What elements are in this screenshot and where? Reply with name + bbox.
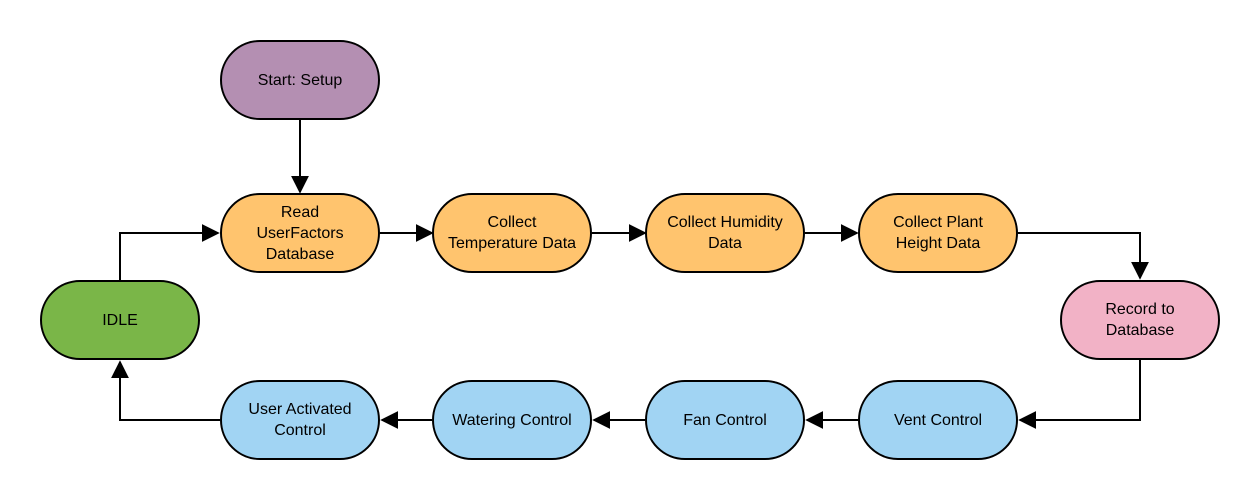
- collect-plant-height-node: Collect Plant Height Data: [858, 193, 1018, 273]
- fan-control-node: Fan Control: [645, 380, 805, 460]
- start-setup-node: Start: Setup: [220, 40, 380, 120]
- collect-humidity-node: Collect Humidity Data: [645, 193, 805, 273]
- record-to-database-node: Record to Database: [1060, 280, 1220, 360]
- read-userfactors-node: Read UserFactors Database: [220, 193, 380, 273]
- watering-control-node: Watering Control: [432, 380, 592, 460]
- collect-temperature-node: Collect Temperature Data: [432, 193, 592, 273]
- user-activated-control-node: User Activated Control: [220, 380, 380, 460]
- arrow-idle-to-read: [119, 224, 220, 280]
- vent-control-node: Vent Control: [858, 380, 1018, 460]
- idle-node: IDLE: [40, 280, 200, 360]
- arrow-user-to-idle: [111, 360, 220, 421]
- arrow-record-to-vent: [1018, 360, 1141, 429]
- arrow-height-to-record: [1018, 232, 1149, 280]
